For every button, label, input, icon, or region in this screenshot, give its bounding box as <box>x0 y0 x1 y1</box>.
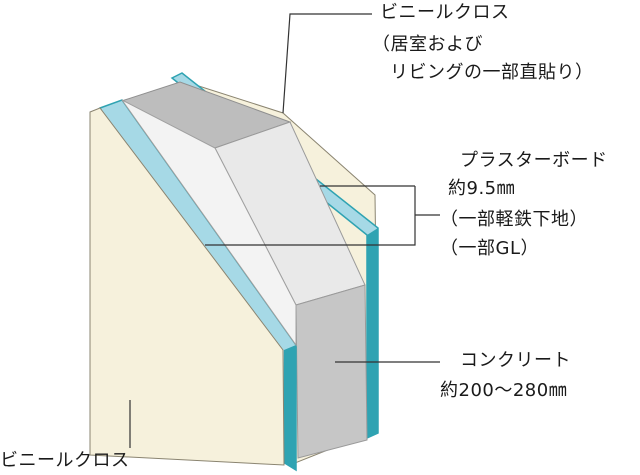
label-concrete: コンクリート <box>460 350 571 371</box>
concrete-inner-face <box>121 99 297 347</box>
label-vinyl-cross-top: ビニールクロス <box>380 2 510 23</box>
label-vinyl-cross-bottom: ビニールクロス <box>0 450 130 471</box>
leader-vinyl-top <box>282 13 372 114</box>
label-plaster-board-note1: （一部軽鉄下地） <box>440 209 588 230</box>
label-plaster-board: プラスターボード <box>460 150 608 171</box>
label-concrete-thickness: 約200〜280㎜ <box>440 380 568 401</box>
back-board-edge <box>367 228 378 438</box>
leader-lines <box>129 13 440 448</box>
front-vinyl-cross <box>89 107 285 466</box>
concrete-side-face <box>295 284 368 459</box>
leader-board-bracket <box>405 186 416 246</box>
label-plaster-board-note2: （一部GL） <box>440 238 539 259</box>
label-vinyl-cross-top-note1: （居室および <box>372 34 483 55</box>
front-board-edge <box>283 345 296 470</box>
label-vinyl-cross-top-note2: リビングの一部直貼り） <box>390 62 594 83</box>
label-plaster-board-thickness: 約9.5㎜ <box>448 178 516 199</box>
